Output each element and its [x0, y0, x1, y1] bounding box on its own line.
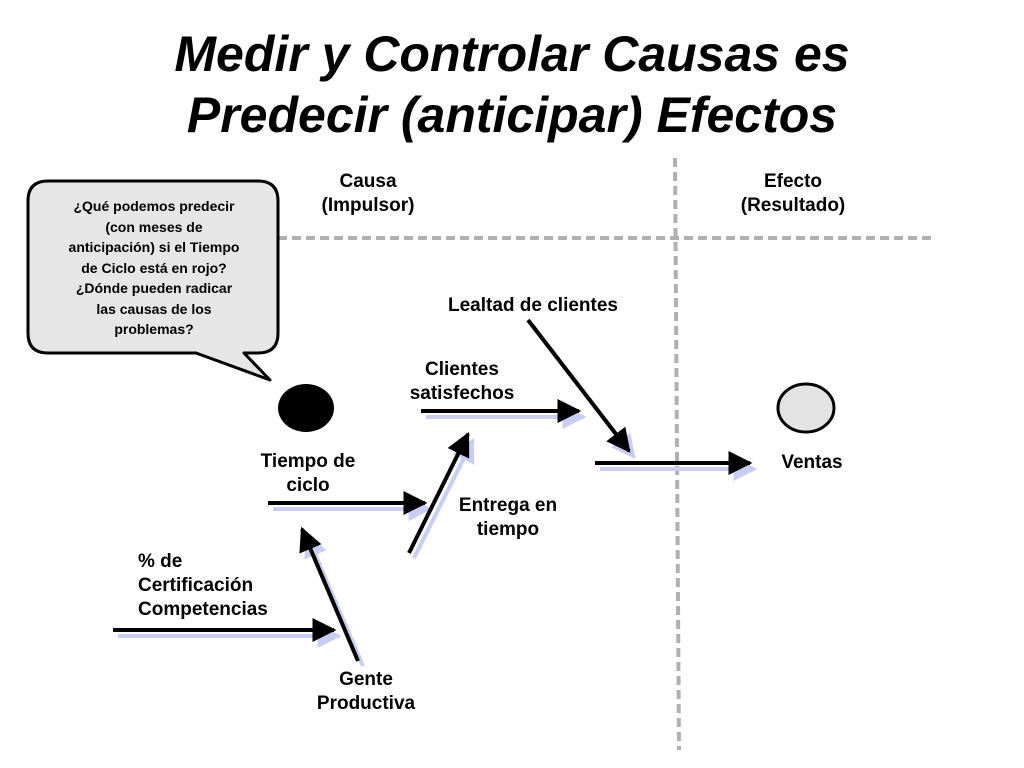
node-gente-productiva: Gente Productiva [296, 668, 436, 716]
gente-label-line-1: Gente [339, 669, 393, 690]
entrega-label-line-1: Entrega en [458, 495, 558, 516]
callout-line: (con meses de [105, 218, 203, 235]
cause-column-label: Causa (Impulsor) [298, 170, 438, 218]
callout-line: ¿Qué podemos predecir [73, 198, 235, 214]
tiempo-label-line-1: Tiempo de [260, 451, 356, 472]
ventas-label: Ventas [781, 452, 843, 473]
node-clientes-satisfechos: Clientes satisfechos [392, 358, 532, 406]
arrow-gente-to-tiempo [299, 526, 360, 662]
callout-line: ¿Dónde pueden radicar [75, 280, 233, 296]
gente-label-line-2: Productiva [316, 693, 416, 714]
lealtad-label: Lealtad de clientes [447, 295, 618, 316]
entrega-label-line-2: tiempo [476, 519, 540, 540]
node-lealtad-clientes: Lealtad de clientes [423, 294, 643, 318]
cause-marker-circle [278, 384, 334, 432]
cause-label-line-1: Causa [339, 171, 397, 192]
arrows [113, 318, 753, 662]
effect-column-label: Efecto (Resultado) [713, 170, 873, 218]
callout-text: ¿Qué podemos predecir (con meses de anti… [34, 196, 274, 340]
callout-line: problemas? [114, 321, 194, 337]
certificacion-label-line-2: Certificación [138, 575, 254, 596]
effect-marker-circle [776, 382, 836, 434]
effect-label-line-2: (Resultado) [740, 195, 846, 216]
callout-line: de Ciclo está en rojo? [81, 259, 227, 276]
callout-line: anticipación) si el Tiempo [68, 239, 240, 255]
callout-bubble [26, 179, 280, 382]
effect-label-line-1: Efecto [763, 171, 823, 192]
node-tiempo-de-ciclo: Tiempo de ciclo [243, 450, 373, 498]
vertical-divider [673, 157, 681, 751]
tiempo-label-line-2: ciclo [286, 475, 330, 496]
clientes-label-line-2: satisfechos [409, 383, 515, 404]
title-line-2: Predecir (anticipar) Efectos [186, 87, 838, 143]
node-certificacion-competencias: % de Certificación Competencias [138, 550, 268, 622]
node-entrega-en-tiempo: Entrega en tiempo [443, 494, 573, 542]
clientes-label-line-1: Clientes [425, 359, 499, 380]
cause-label-line-2: (Impulsor) [321, 195, 415, 216]
title-line-1: Medir y Controlar Causas es [174, 26, 850, 82]
page-title: Medir y Controlar Causas es Predecir (an… [0, 24, 1024, 146]
certificacion-label-line-3: Competencias [138, 599, 268, 620]
arrow-entrega-to-clientes [407, 431, 470, 554]
arrow-lealtad-to-ventas [526, 318, 631, 453]
node-ventas: Ventas [762, 451, 862, 475]
callout-line: las causas de los [96, 300, 212, 317]
certificacion-label-line-1: % de [138, 551, 183, 572]
